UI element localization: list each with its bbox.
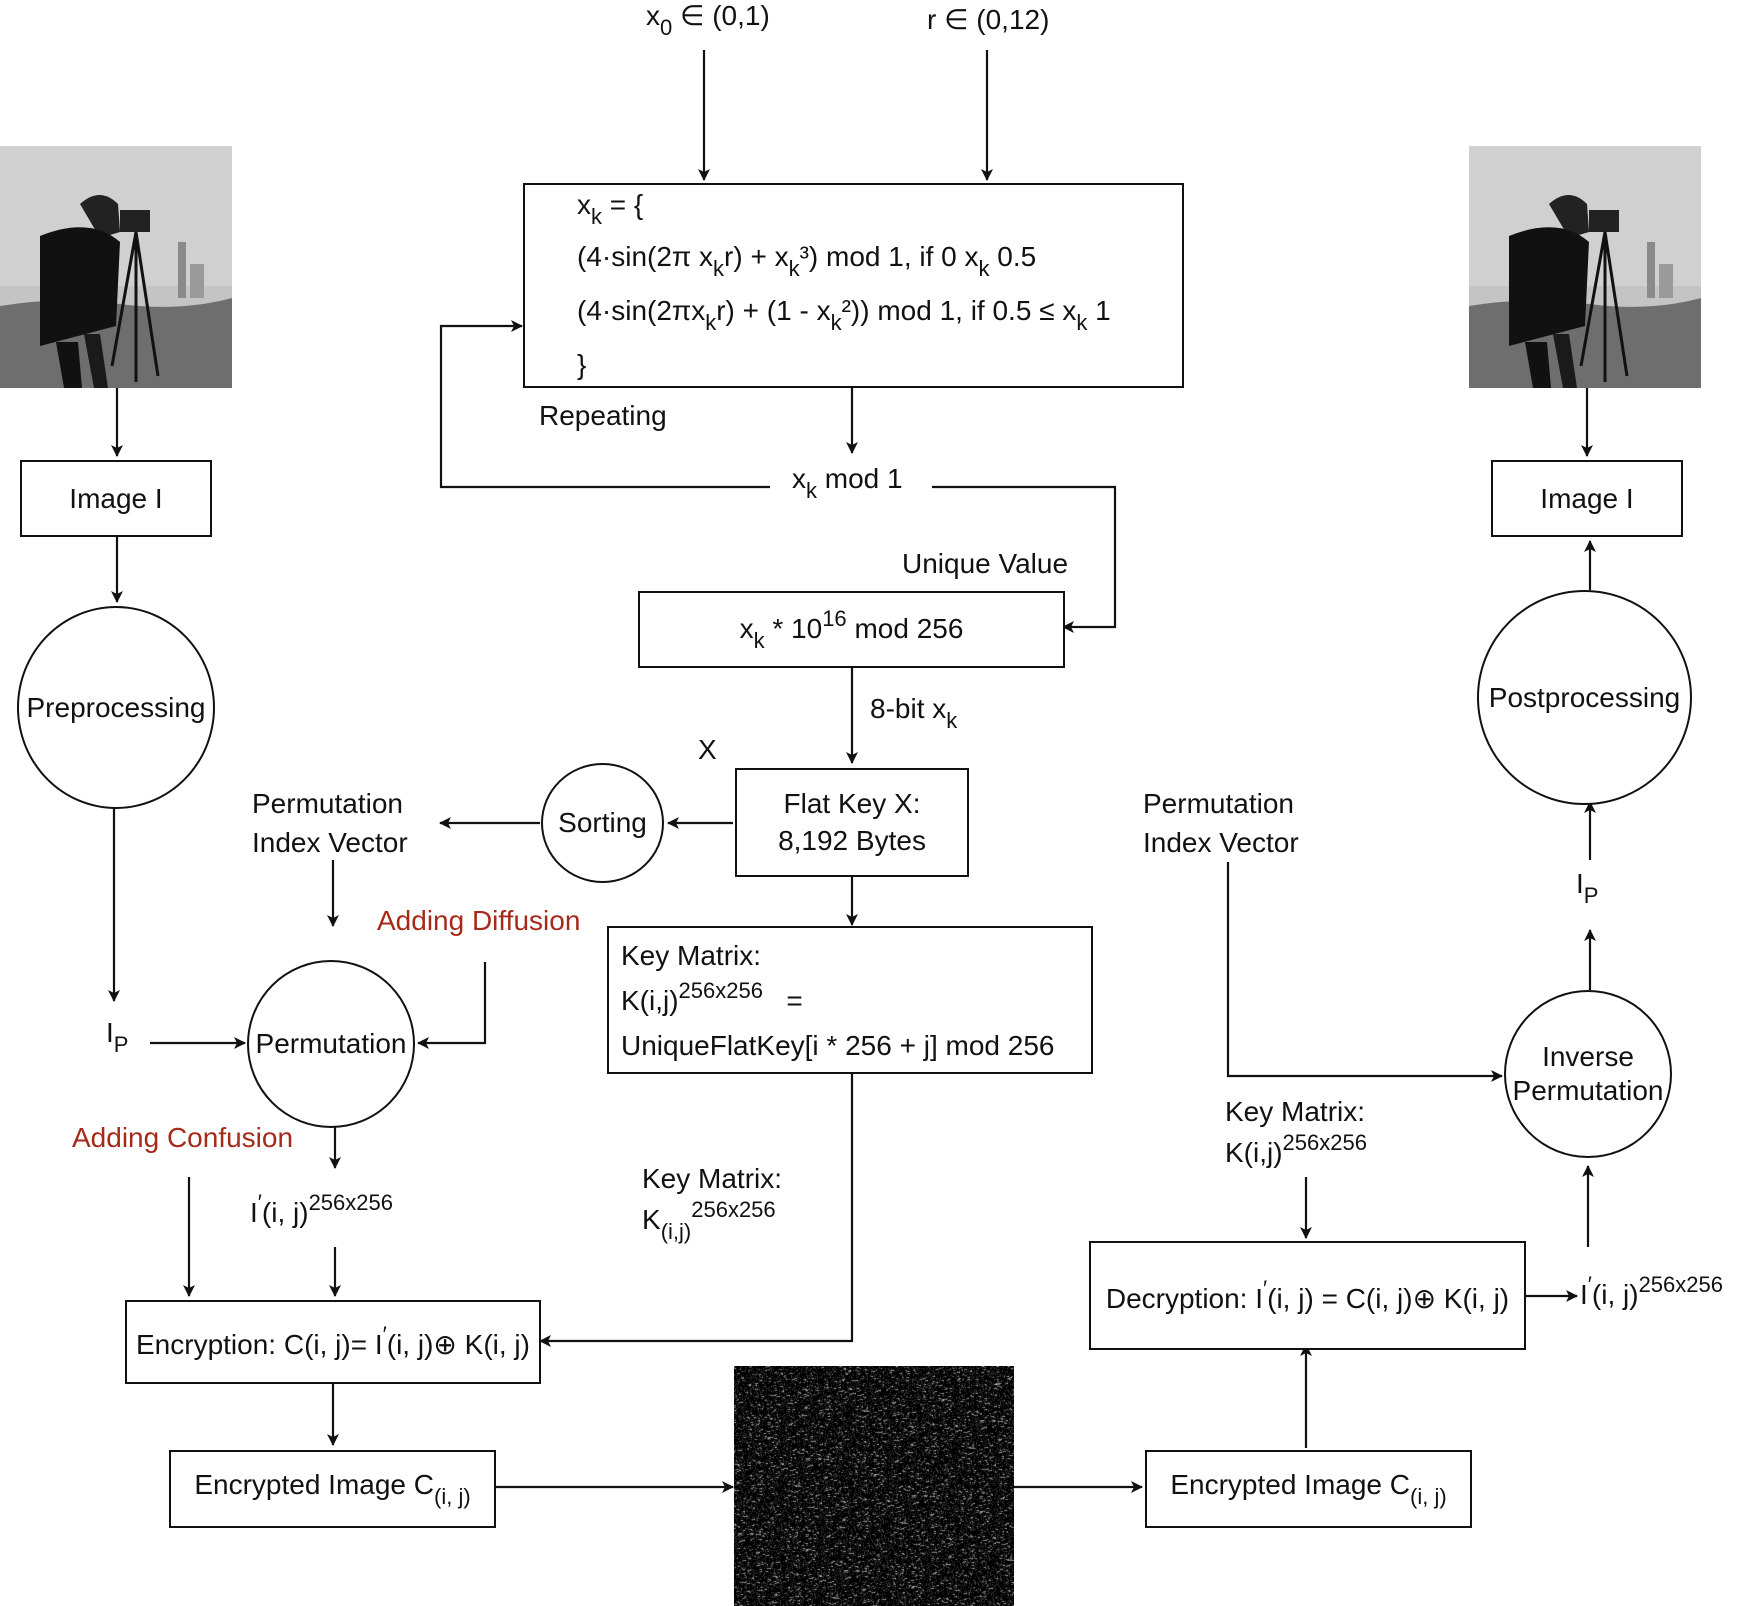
arrow-diffusion-to-permutation [417,962,487,1049]
arrow-keymatrix-to-encryption [539,1073,854,1347]
encrypted-noise-image [734,1366,1014,1606]
original-image-left [0,146,232,388]
encrypted-image-left-box: Encrypted Image C(i, j) [169,1450,496,1528]
chaotic-map-box: xk = { (4·sin(2π xkr) + xk³) mod 1, if 0… [523,183,1184,388]
key-matrix-box-k: K(i,j)256x256 = [621,978,803,1017]
iprime-label-right: I′(i, j)256x256 [1580,1272,1723,1311]
repeating-label: Repeating [539,400,667,431]
key-matrix-box-title: Key Matrix: [621,940,762,971]
encryption-box: Encryption: C(i, j)= I′(i, j)⊕ K(i, j) [125,1300,541,1384]
xk-mod-1-label: xk mod 1 [792,463,903,503]
adding-confusion-label: Adding Confusion [72,1122,294,1153]
sorting-node: Sorting [541,763,664,883]
flat-key-box: Flat Key X: 8,192 Bytes [735,768,969,877]
x-label: X [698,734,717,765]
inverse-permutation-node: Inverse Permutation [1504,990,1672,1158]
decryption-box: Decryption: I′(i, j) = C(i, j)⊕ K(i, j) [1089,1241,1526,1350]
map-line-1: xk = { [577,189,644,229]
permutation-node: Permutation [247,960,415,1128]
x0-range-label: x0 ∈ (0,1) [646,0,770,40]
arrow-repeating-loop [439,320,770,489]
preprocessing-node: Preprocessing [17,606,215,809]
image-i-left-box: Image I [20,460,212,537]
map-line-3: (4·sin(2πxkr) + (1 - xk²)) mod 1, if 0.5… [577,295,1111,335]
reconstructed-image-right [1469,146,1701,388]
key-matrix-box-formula: UniqueFlatKey[i * 256 + j] mod 256 [621,1030,1055,1061]
scale-mod-256-box: xk * 1016 mod 256 [638,591,1065,668]
postprocessing-node: Postprocessing [1477,590,1692,805]
eight-bit-xk-label: 8-bit xk [870,693,958,733]
key-matrix-box: Key Matrix: K(i,j)256x256 = UniqueFlatKe… [607,926,1093,1074]
permutation-index-vector-left: Permutation Index Vector [252,788,408,859]
ip-label-right: IP [1576,868,1599,908]
unique-value-label: Unique Value [902,548,1069,579]
flat-key-size: 8,192 Bytes [778,824,926,856]
map-line-4: } [577,349,587,380]
image-i-right-box: Image I [1491,460,1683,537]
arrow-mod-to-scale [932,485,1117,633]
flat-key-title: Flat Key X: [783,788,921,820]
encrypted-image-right-box: Encrypted Image C(i, j) [1145,1450,1472,1528]
iprime-label-left: I′(i, j)256x256 [250,1190,393,1229]
arrow-index-to-inverse [1226,862,1503,1082]
adding-diffusion-label: Adding Diffusion [377,905,581,936]
map-line-2: (4·sin(2π xkr) + xk³) mod 1, if 0 xk 0.5 [577,241,1037,281]
key-matrix-right-label: Key Matrix: K(i,j)256x256 [1225,1096,1367,1169]
r-range-label: r ∈ (0,12) [927,4,1050,35]
permutation-index-vector-right: Permutation Index Vector [1143,788,1299,859]
key-matrix-mid-label: Key Matrix: K(i,j)256x256 [642,1163,783,1245]
ip-label-left: IP [106,1017,129,1057]
